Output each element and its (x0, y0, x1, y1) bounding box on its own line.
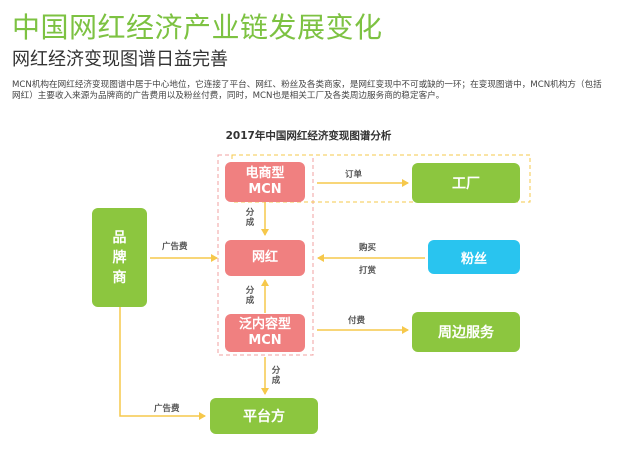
description-text: MCN机构在网红经济变现图谱中居于中心地位，它连接了平台、网红、粉丝及各类商家，… (12, 80, 602, 101)
label-ad-fee-bottom: 广告费 (154, 404, 180, 414)
content-mcn-node: 泛内容型 MCN (225, 314, 305, 352)
influencer-node: 网红 (225, 240, 305, 276)
brand-node: 品 牌 商 (92, 208, 147, 307)
label-split-2: 分成 (245, 286, 255, 306)
page-subtitle: 网红经济变现图谱日益完善 (12, 49, 228, 70)
label-split-1: 分成 (245, 208, 255, 228)
diagram-title: 2017年中国网红经济变现图谱分析 (225, 130, 392, 142)
ecommerce-mcn-node: 电商型 MCN (225, 162, 305, 202)
fans-node: 粉丝 (428, 240, 520, 274)
mcn-dashed-group (217, 154, 314, 356)
peripheral-service-node: 周边服务 (412, 312, 520, 352)
factory-node: 工厂 (412, 163, 520, 203)
arrow-ad-fee-bottom (119, 307, 206, 420)
page-title: 中国网红经济产业链发展变化 (12, 11, 383, 44)
label-buy: 购买 (359, 243, 377, 253)
label-order: 订单 (345, 170, 363, 180)
label-split-3: 分成 (271, 366, 281, 386)
label-tip: 打赏 (359, 266, 377, 276)
platform-node: 平台方 (210, 398, 318, 434)
label-pay: 付费 (348, 316, 366, 326)
label-ad-fee-top: 广告费 (162, 242, 188, 252)
